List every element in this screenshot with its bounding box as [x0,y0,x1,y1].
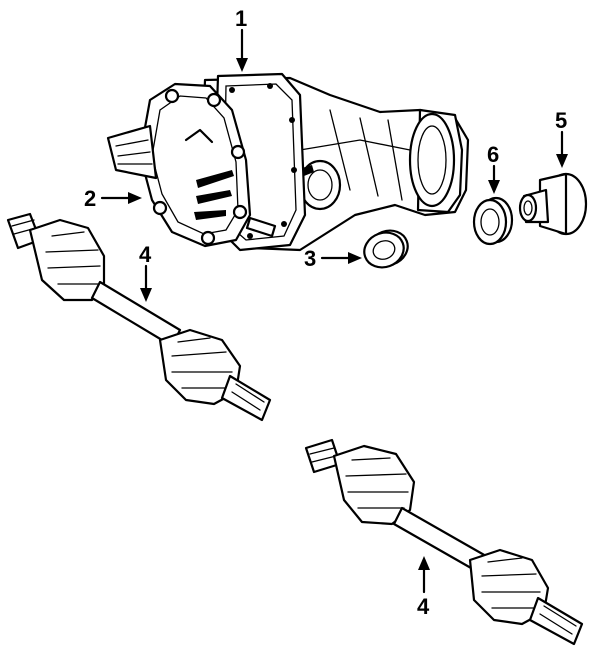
axle-shaft-lower [304,438,584,646]
flange-part-5 [518,172,588,236]
seal-part-3 [363,229,409,269]
callout-4-upper: 4 [139,242,152,267]
axle-shaft-upper [6,212,272,422]
callout-labels: 1 2 3 4 4 5 6 [84,6,567,619]
seal-part-6 [472,196,514,246]
callout-2: 2 [84,186,96,211]
callout-6: 6 [487,142,499,167]
callout-1: 1 [235,6,247,31]
callout-5: 5 [555,108,567,133]
callout-4-lower: 4 [417,594,430,619]
rear-cover [106,82,277,248]
callout-3: 3 [304,246,316,271]
callout-arrows [100,28,568,594]
